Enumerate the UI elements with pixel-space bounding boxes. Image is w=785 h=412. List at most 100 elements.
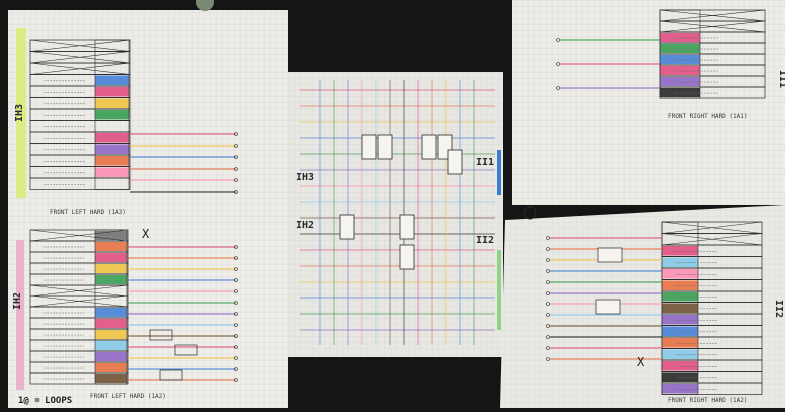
wire-color-swatch bbox=[95, 156, 129, 166]
cross-line bbox=[661, 233, 763, 246]
wire-color-swatch bbox=[95, 341, 127, 350]
wire-terminal bbox=[546, 324, 550, 328]
center-ih2-label: IH2 bbox=[296, 220, 314, 231]
wire-terminal bbox=[234, 289, 238, 293]
wire-color-swatch bbox=[95, 264, 127, 273]
wire-color-swatch bbox=[662, 292, 698, 302]
center-ii2-label: II2 bbox=[476, 235, 494, 246]
relay-box bbox=[421, 134, 437, 160]
sheet-top-left: IH3 FRONT LEFT HARD (1A3) bbox=[8, 10, 288, 225]
desk-object bbox=[196, 0, 214, 11]
wire-color-swatch bbox=[662, 372, 698, 382]
wire-color-swatch bbox=[95, 75, 129, 85]
wire-terminal bbox=[234, 345, 238, 349]
wire-terminal bbox=[546, 291, 550, 295]
wire-terminal bbox=[234, 278, 238, 282]
wire-terminal bbox=[546, 269, 550, 273]
wire-terminal bbox=[234, 367, 238, 371]
wire-color-swatch bbox=[660, 33, 700, 42]
wire-color-swatch bbox=[95, 352, 127, 361]
wire-terminal bbox=[234, 155, 238, 159]
wire-terminal bbox=[546, 302, 550, 306]
wire-color-swatch bbox=[662, 280, 698, 290]
wire-terminal bbox=[234, 245, 238, 249]
wire-color-swatch bbox=[662, 303, 698, 313]
swatch-cell bbox=[659, 86, 701, 99]
cross-line bbox=[659, 20, 766, 33]
wire-terminal bbox=[234, 323, 238, 327]
wire-terminal bbox=[546, 335, 550, 339]
relay-box bbox=[597, 247, 623, 263]
wire-terminal bbox=[234, 190, 238, 194]
wire-terminal bbox=[546, 357, 550, 361]
sheet-bottom-right: II2 FRONT RIGHT HARD (1A2) X bbox=[500, 205, 785, 408]
wire-color-swatch bbox=[662, 384, 698, 394]
cross-line bbox=[29, 295, 129, 308]
rb-caption: FRONT RIGHT HARD (1A2) bbox=[668, 397, 747, 404]
ground-symbol bbox=[523, 206, 537, 220]
wire-color-swatch bbox=[660, 66, 700, 75]
rb-connector-label: II2 bbox=[773, 300, 784, 318]
wire-terminal bbox=[556, 62, 560, 66]
wire-color-swatch bbox=[662, 361, 698, 371]
wire-color-swatch bbox=[662, 246, 698, 256]
wire-terminal bbox=[556, 38, 560, 42]
wire-color-swatch bbox=[95, 253, 127, 262]
wire-color-swatch bbox=[95, 110, 129, 120]
wire-color-swatch bbox=[95, 374, 127, 383]
rt-connector-label: II1 bbox=[777, 70, 785, 88]
swatch-cell bbox=[94, 372, 128, 385]
wire-color-swatch bbox=[662, 257, 698, 267]
relay-box bbox=[159, 369, 183, 381]
wire-color-swatch bbox=[95, 133, 129, 143]
wire-terminal bbox=[546, 280, 550, 284]
sheet-middle-left: IH2 1@ = LOOPS FRONT LEFT HARD (1A2) X bbox=[8, 225, 288, 408]
wire-terminal bbox=[234, 267, 238, 271]
relay-box bbox=[447, 149, 463, 175]
wire-color-swatch bbox=[95, 275, 127, 284]
wire-terminal bbox=[234, 132, 238, 136]
wire-color-swatch bbox=[662, 338, 698, 348]
center-ii1-label: II1 bbox=[476, 157, 494, 168]
wire-color-swatch bbox=[660, 55, 700, 64]
wire-color-swatch bbox=[662, 349, 698, 359]
ml-x-mark: X bbox=[142, 227, 150, 241]
wire-terminal bbox=[234, 312, 238, 316]
table-row bbox=[29, 372, 129, 385]
wire-terminal bbox=[546, 313, 550, 317]
rb-x-mark: X bbox=[637, 355, 645, 369]
wire-color-swatch bbox=[95, 231, 127, 240]
tl-caption: FRONT LEFT HARD (1A3) bbox=[50, 209, 126, 216]
cross-line bbox=[29, 62, 131, 75]
sheet-center: IH3 IH2 II1 II2 bbox=[288, 72, 503, 357]
cross-line bbox=[29, 284, 129, 297]
wire-color-swatch bbox=[660, 44, 700, 53]
table-row bbox=[29, 177, 131, 190]
wire-terminal bbox=[234, 378, 238, 382]
cross-line bbox=[29, 229, 129, 242]
wire-terminal bbox=[546, 346, 550, 350]
tl-connector-label: IH3 bbox=[14, 104, 25, 122]
cross-line bbox=[659, 9, 766, 22]
relay-box bbox=[149, 329, 173, 341]
wire-terminal bbox=[546, 247, 550, 251]
wire-color-swatch bbox=[95, 363, 127, 372]
cross-line bbox=[661, 221, 763, 234]
wire-color-swatch bbox=[95, 167, 129, 177]
loops-legend: 1@ = LOOPS bbox=[18, 396, 72, 406]
wire-color-swatch bbox=[662, 269, 698, 279]
wire-terminal bbox=[234, 356, 238, 360]
relay-box bbox=[399, 214, 415, 240]
wire-color-swatch bbox=[660, 88, 700, 97]
wire-color-swatch bbox=[95, 330, 127, 339]
sheet-top-right: II1 FRONT RIGHT HARD (1A1) bbox=[512, 0, 785, 205]
ml-caption: FRONT LEFT HARD (1A2) bbox=[90, 393, 166, 400]
wire-color-swatch bbox=[662, 315, 698, 325]
wire-color-swatch bbox=[95, 308, 127, 317]
wire-terminal bbox=[546, 236, 550, 240]
wire-terminal bbox=[234, 256, 238, 260]
center-ih3-label: IH3 bbox=[296, 172, 314, 183]
swatch-cell bbox=[661, 382, 699, 395]
